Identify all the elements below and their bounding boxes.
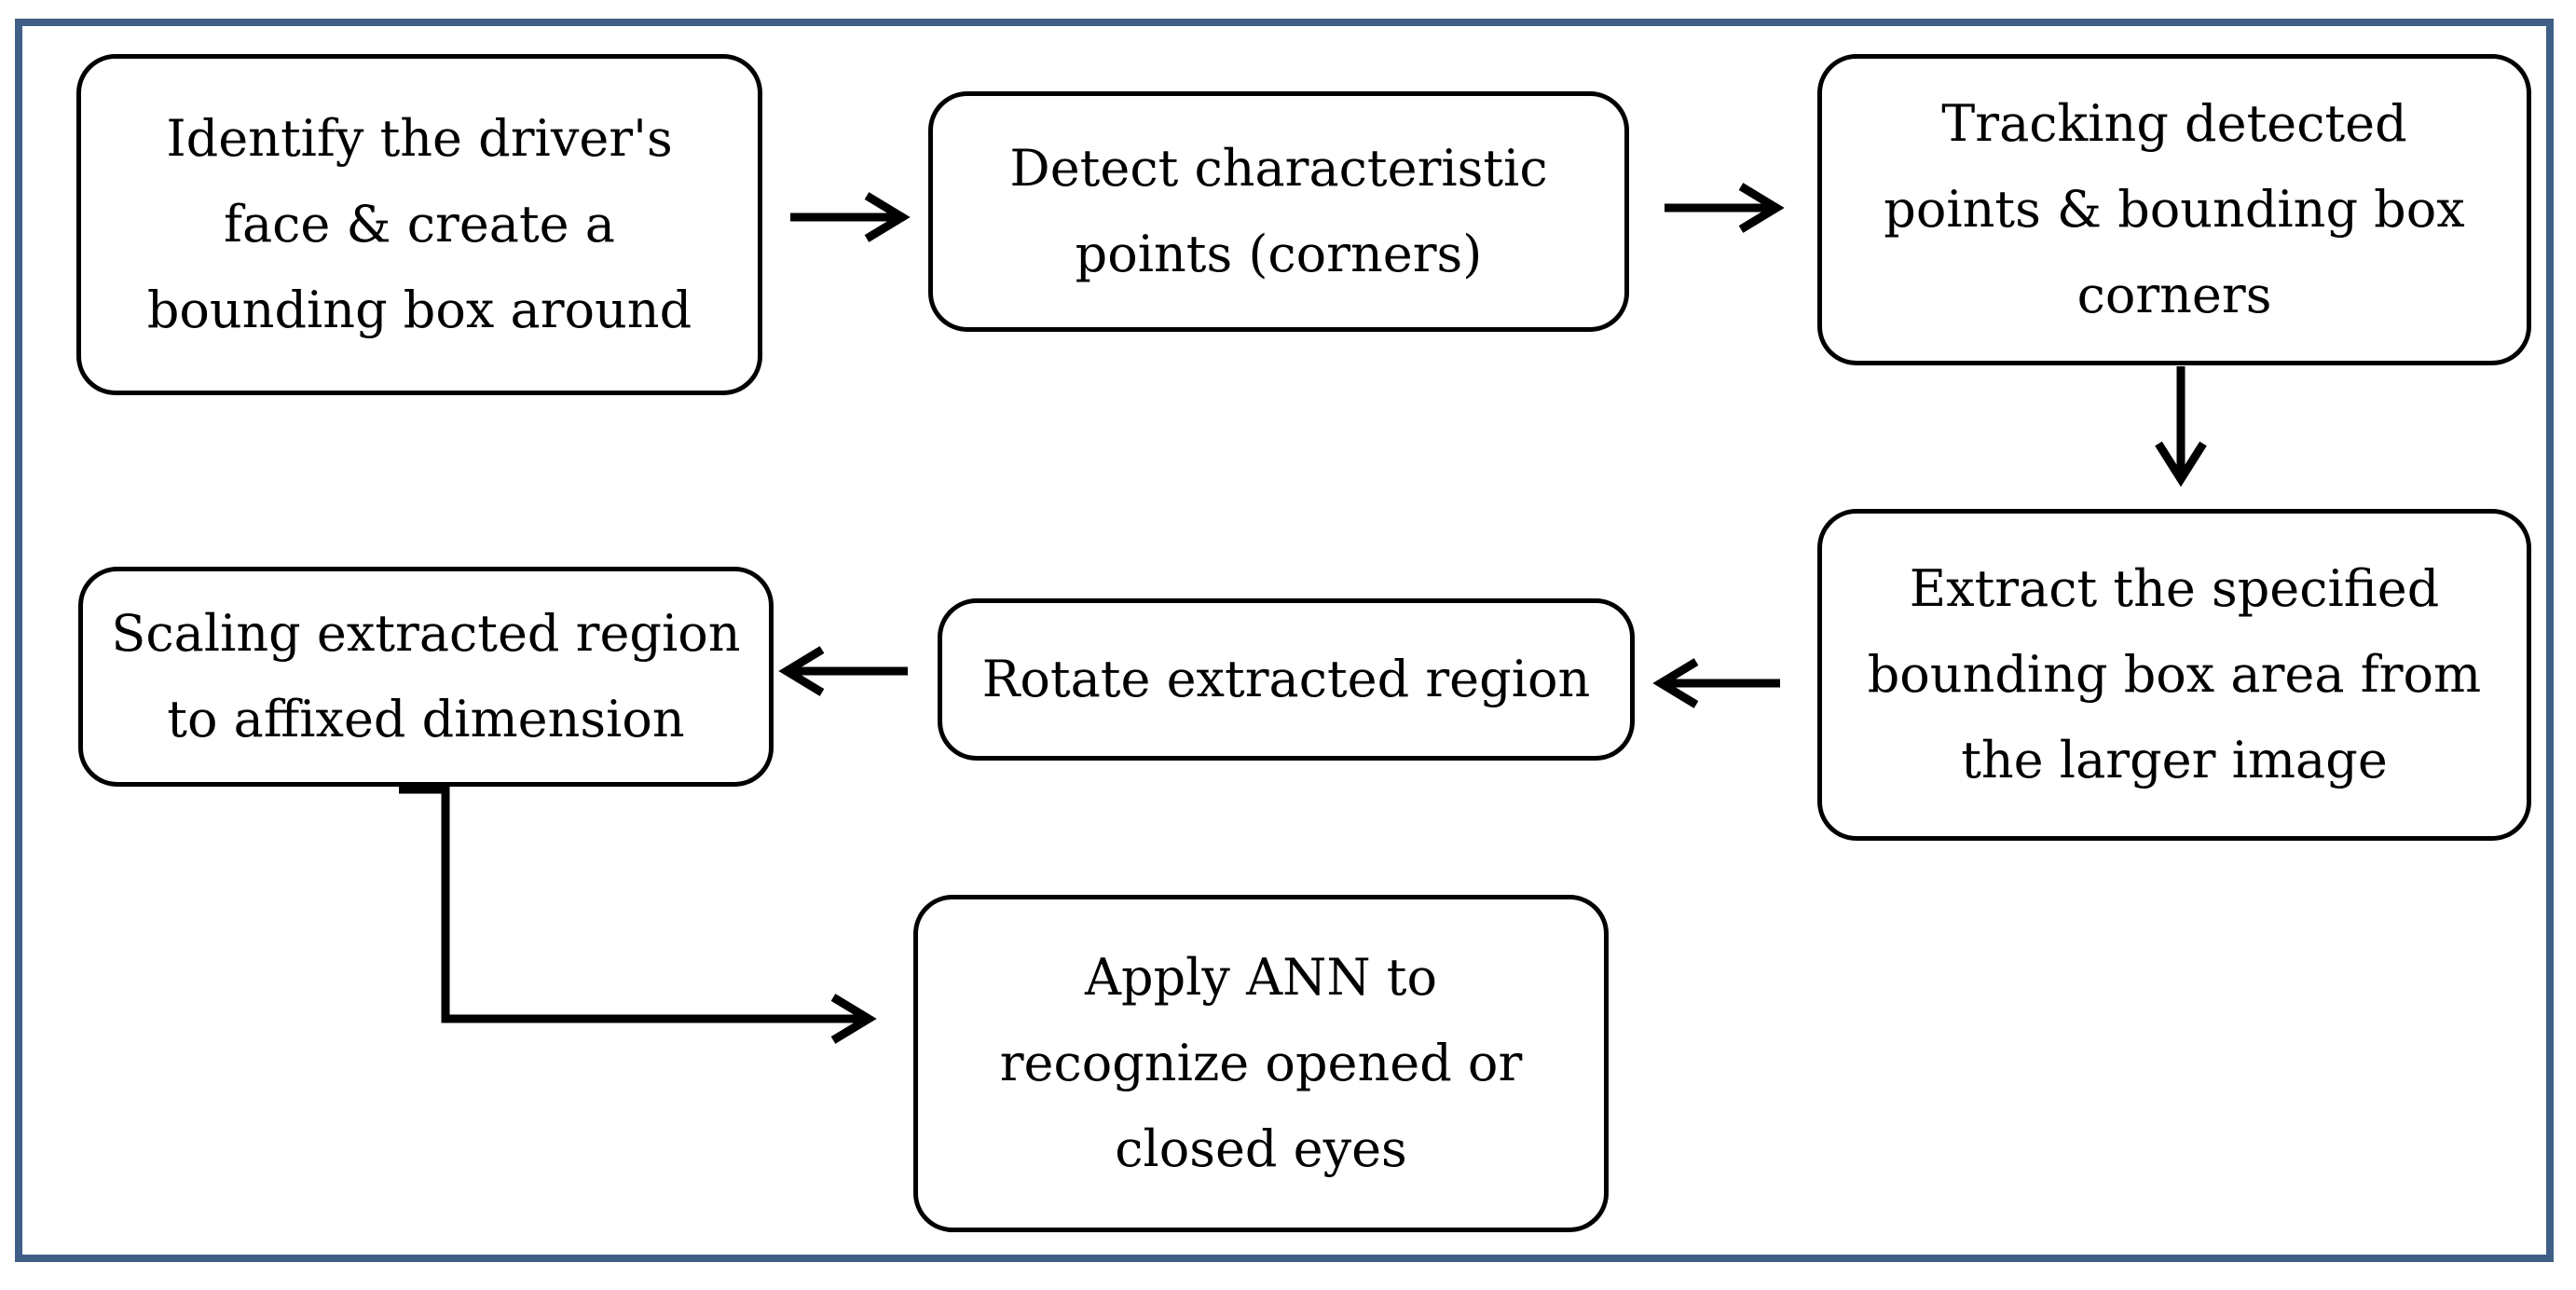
step-track-points-label: Tracking detected points & bounding box … [1884,94,2465,324]
step-apply-ann: Apply ANN to recognize opened or closed … [913,895,1609,1232]
arrow-rotate-to-scale [778,646,908,696]
arrow-scale-to-ann [399,785,877,1044]
step-scale-region-label: Scaling extracted region to affixed dime… [111,604,741,748]
arrow-extract-to-rotate [1652,658,1780,708]
step-identify-face: Identify the driver's face & create a bo… [76,54,762,395]
step-detect-points: Detect characteristic points (corners) [928,91,1629,332]
step-extract-area-label: Extract the specified bounding box area … [1867,559,2482,789]
step-track-points: Tracking detected points & bounding box … [1817,54,2531,365]
step-rotate-region: Rotate extracted region [938,598,1635,761]
step-detect-points-label: Detect characteristic points (corners) [1009,139,1548,283]
step-extract-area: Extract the specified bounding box area … [1817,509,2531,841]
step-scale-region: Scaling extracted region to affixed dime… [78,567,774,787]
arrow-identify-to-detect [790,192,911,242]
arrow-detect-to-track [1665,183,1785,233]
arrow-track-to-extract [2155,366,2207,487]
step-rotate-region-label: Rotate extracted region [981,650,1591,708]
step-identify-face-label: Identify the driver's face & create a bo… [146,109,692,339]
step-apply-ann-label: Apply ANN to recognize opened or closed … [999,948,1523,1178]
